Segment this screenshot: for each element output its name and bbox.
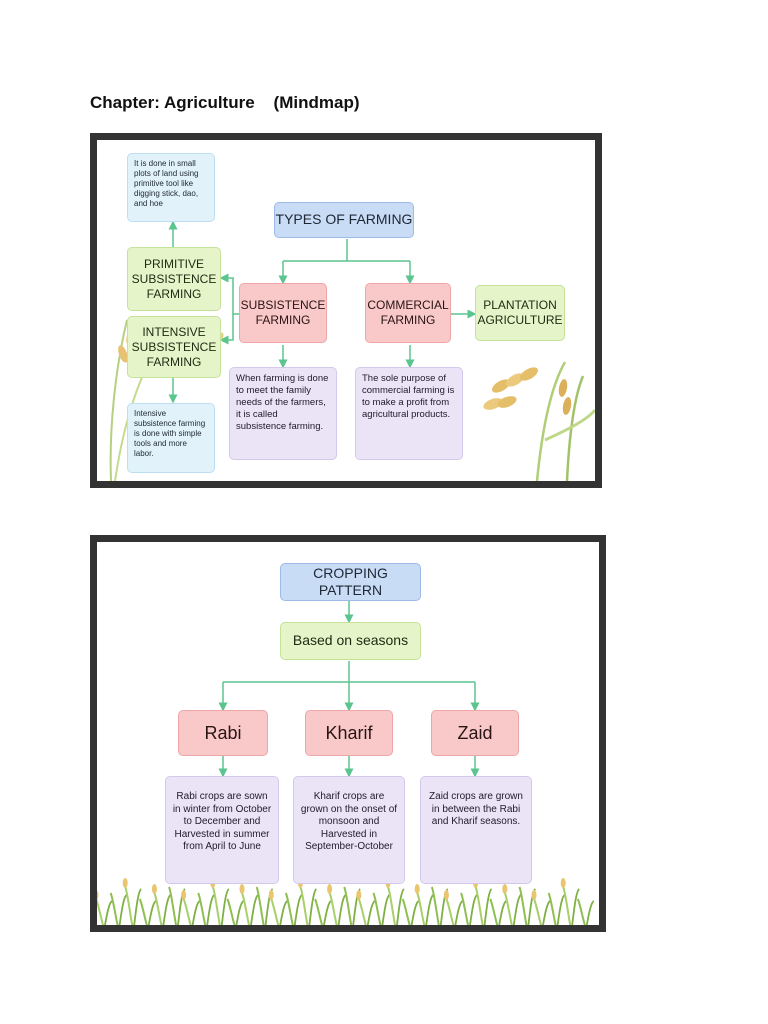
primitive-subsistence-farming-node: PRIMITIVE SUBSISTENCE FARMING (127, 247, 221, 311)
wheat-strip-decoration (97, 878, 595, 925)
subsistence-farming-node: SUBSISTENCE FARMING (239, 283, 327, 343)
kharif-description: Kharif crops are grown on the onset of m… (293, 776, 405, 884)
primitive-description: It is done in small plots of land using … (127, 153, 215, 222)
subsistence-description: When farming is done to meet the family … (229, 367, 337, 460)
commercial-farming-node: COMMERCIAL FARMING (365, 283, 451, 343)
cropping-connectors (97, 601, 595, 925)
plantation-agriculture-node: PLANTATION AGRICULTURE (475, 285, 565, 341)
commercial-description: The sole purpose of commercial farming i… (355, 367, 463, 460)
zaid-description: Zaid crops are grown in between the Rabi… (420, 776, 532, 884)
intensive-subsistence-farming-node: INTENSIVE SUBSISTENCE FARMING (127, 316, 221, 378)
cropping-pattern-mindmap-image: CROPPING PATTERN Based on seasons Rabi K… (90, 535, 606, 932)
farming-mindmap-image: TYPES OF FARMING SUBSISTENCE FARMING COM… (90, 133, 602, 488)
page-title: Chapter: Agriculture (Mindmap) (90, 93, 360, 112)
cropping-pattern-node: CROPPING PATTERN (280, 563, 421, 601)
zaid-node: Zaid (431, 710, 519, 756)
wheat-decoration-right (483, 361, 595, 481)
kharif-node: Kharif (305, 710, 393, 756)
rabi-description: Rabi crops are sown in winter from Octob… (165, 776, 279, 884)
based-on-seasons-node: Based on seasons (280, 622, 421, 660)
rabi-node: Rabi (178, 710, 268, 756)
types-of-farming-node: TYPES OF FARMING (274, 202, 414, 238)
intensive-description: Intensive subsistence farming is done wi… (127, 403, 215, 473)
